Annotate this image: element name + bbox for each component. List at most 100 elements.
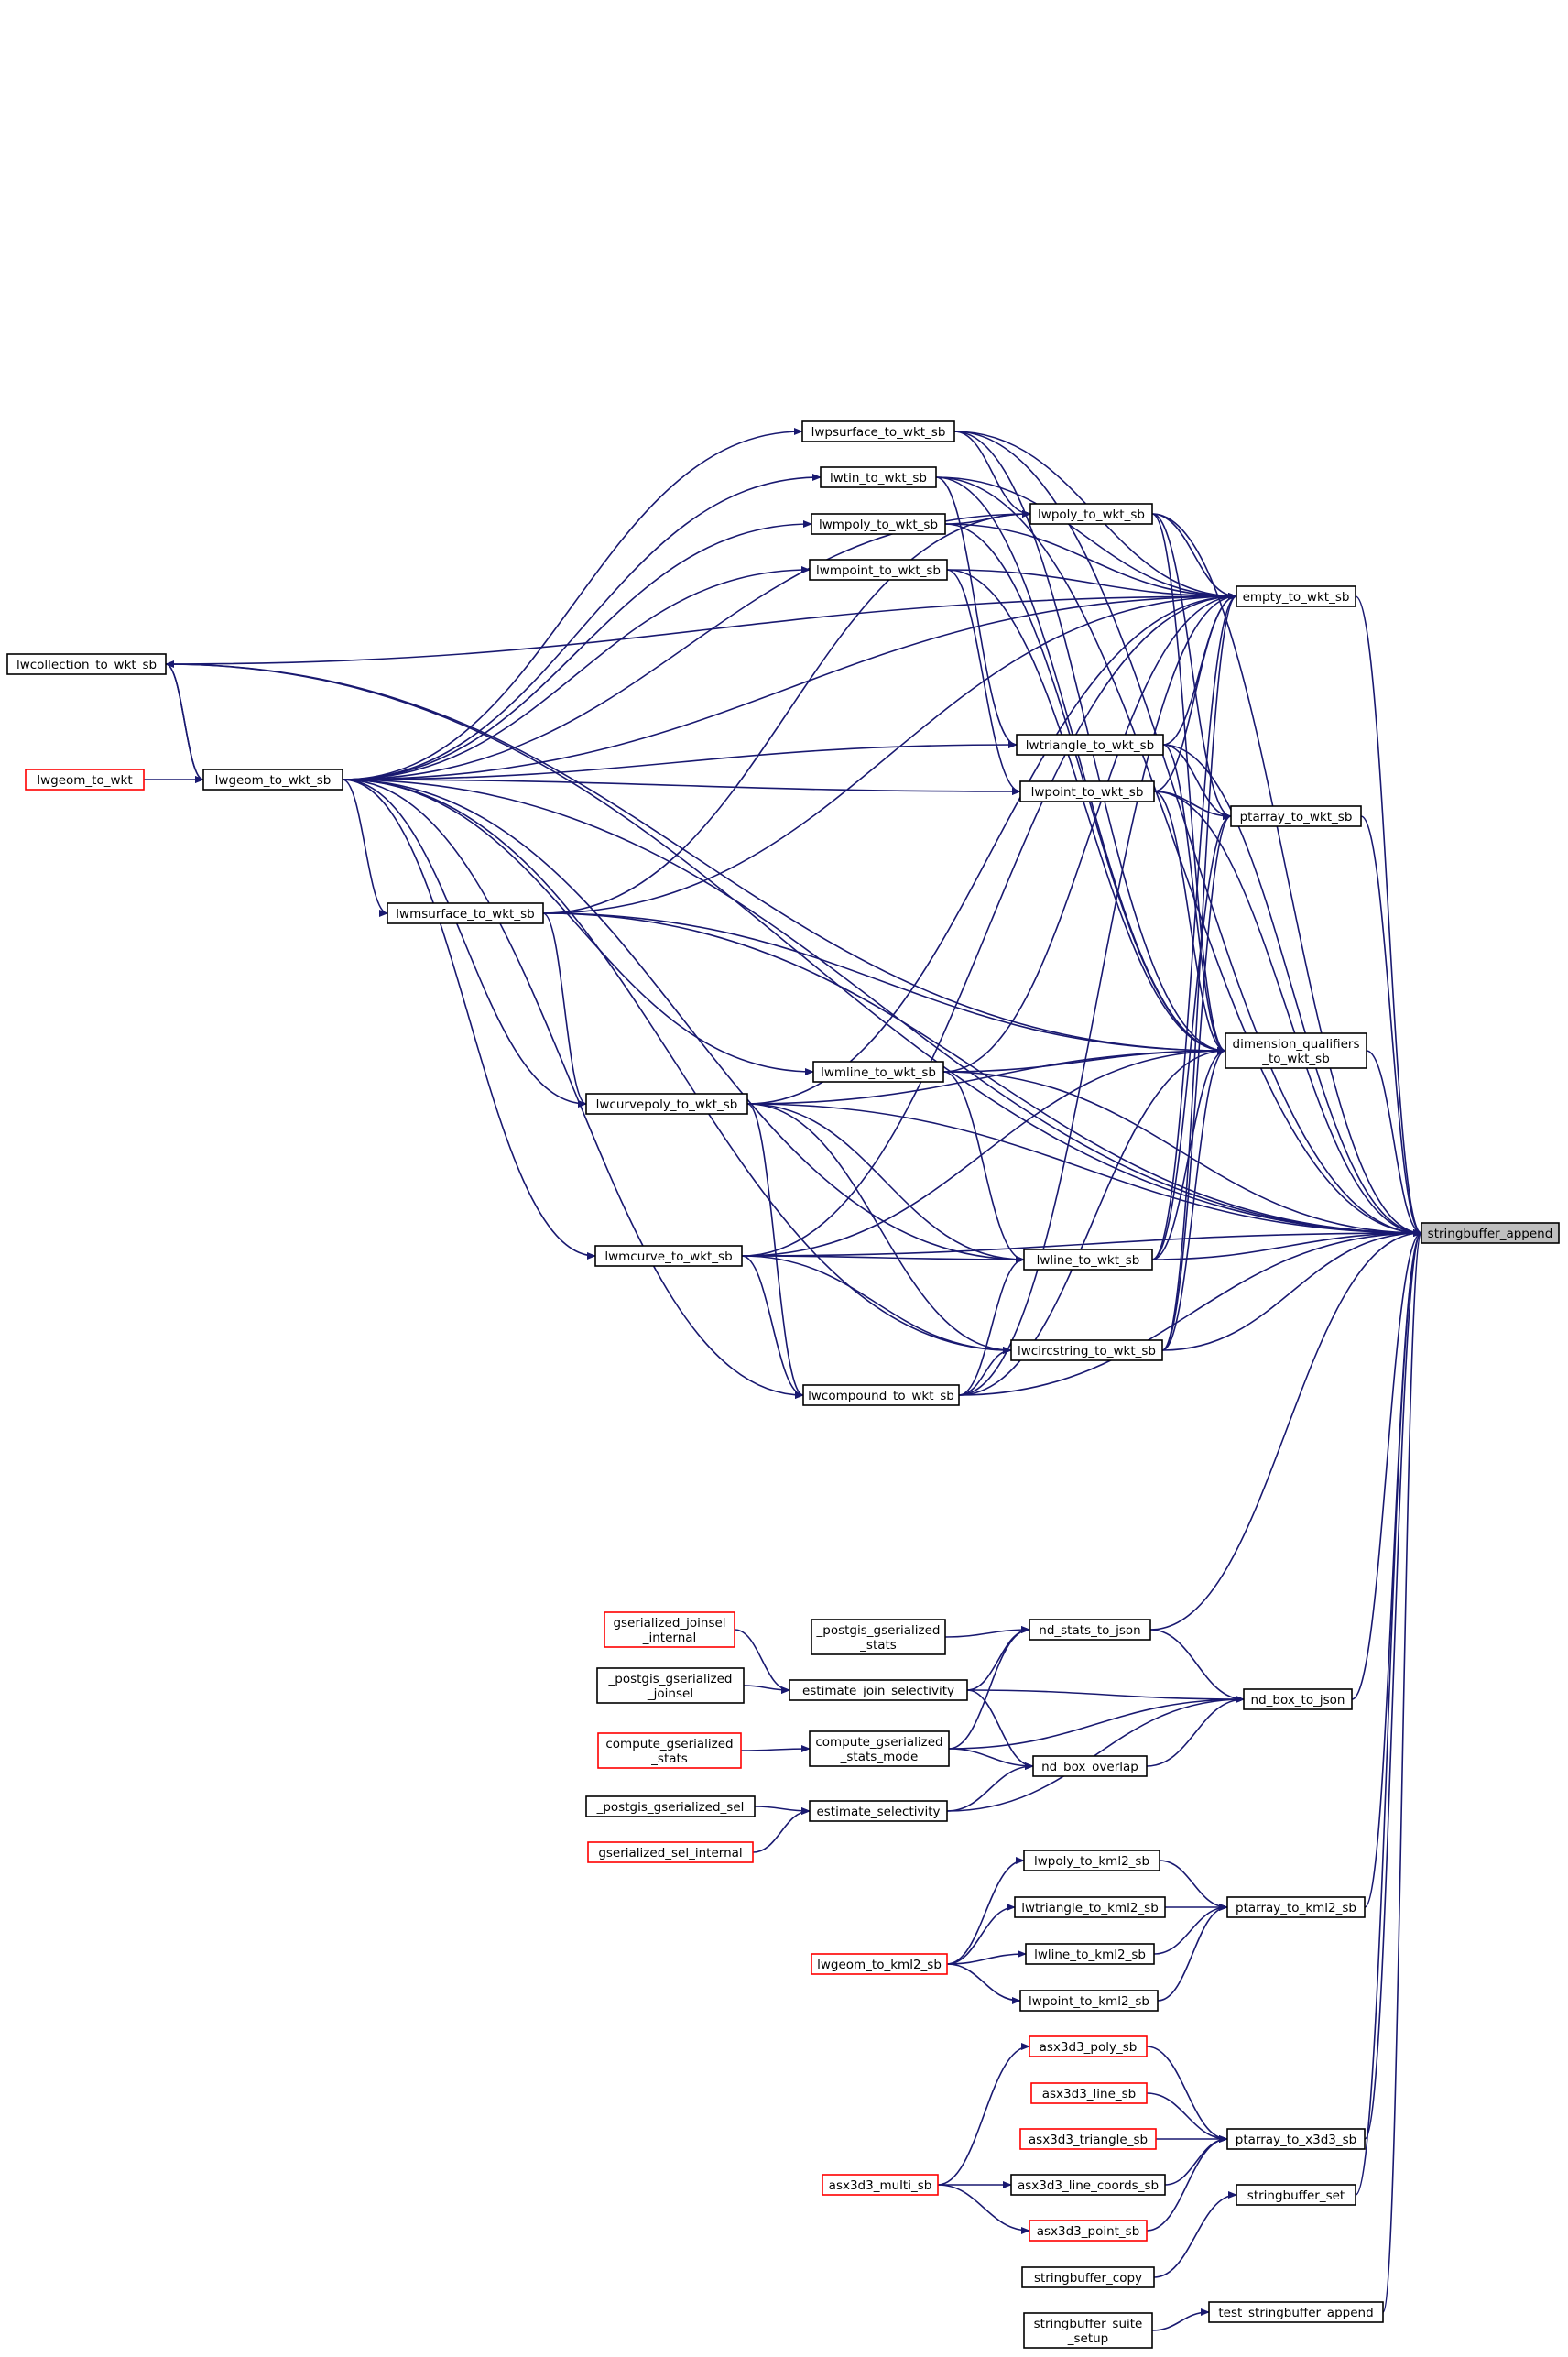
node-label: lwcurvepoly_to_wkt_sb bbox=[596, 1097, 738, 1112]
node-lwline-to-wkt-sb[interactable]: lwline_to_wkt_sb bbox=[1023, 1249, 1153, 1271]
edge-lwmcurve-to-wkt-sb-to-lwcircstring-to-wkt-sb bbox=[741, 1255, 1012, 1354]
node-lwpoint-to-wkt-sb[interactable]: lwpoint_to_wkt_sb bbox=[1019, 780, 1155, 802]
node-box bbox=[387, 902, 544, 924]
node-box bbox=[1029, 1619, 1151, 1641]
node-label: lwgeom_to_wkt_sb bbox=[215, 773, 332, 788]
node-lwmsurface-to-wkt-sb[interactable]: lwmsurface_to_wkt_sb bbox=[387, 902, 544, 924]
node-box bbox=[811, 1619, 946, 1655]
node-lwcurvepoly-to-wkt-sb[interactable]: lwcurvepoly_to_wkt_sb bbox=[585, 1093, 748, 1115]
node-estimate-selectivity[interactable]: estimate_selectivity bbox=[809, 1800, 948, 1822]
node-box bbox=[1029, 503, 1153, 525]
node-lwgeom-to-wkt-sb[interactable]: lwgeom_to_wkt_sb bbox=[202, 769, 343, 791]
node-box bbox=[820, 466, 937, 488]
edge-lwcurvepoly-to-wkt-sb-to-stringbuffer-append bbox=[746, 1103, 1422, 1237]
node-test-stringbuffer-append[interactable]: test_stringbuffer_append bbox=[1208, 2301, 1384, 2323]
node-label: lwpoly_to_wkt_sb bbox=[1038, 507, 1145, 522]
edge-lwmpoint-to-wkt-sb-to-dimension-qualifiers-to-wkt-sb bbox=[946, 569, 1226, 1054]
node-label: asx3d3_line_sb bbox=[1042, 2087, 1137, 2101]
node-box bbox=[802, 1384, 960, 1406]
node-lwmline-to-wkt-sb[interactable]: lwmline_to_wkt_sb bbox=[812, 1061, 944, 1083]
node-lwpoly-to-kml2-sb[interactable]: lwpoly_to_kml2_sb bbox=[1023, 1850, 1160, 1871]
node-nd-box-overlap[interactable]: nd_box_overlap bbox=[1032, 1755, 1148, 1777]
node-label: stringbuffer_suite bbox=[1034, 2317, 1143, 2331]
node-lwtin-to-wkt-sb[interactable]: lwtin_to_wkt_sb bbox=[820, 466, 937, 488]
node-box bbox=[1021, 2266, 1155, 2288]
edge-asx3d3-line-sb-to-ptarray-to-x3d3-sb bbox=[1146, 2092, 1228, 2143]
node-lwcollection-to-wkt-sb[interactable]: lwcollection_to_wkt_sb bbox=[6, 653, 167, 675]
node-box bbox=[587, 1841, 754, 1863]
node-asx3d3-poly-sb[interactable]: asx3d3_poly_sb bbox=[1029, 2035, 1148, 2057]
node-asx3d3-triangle-sb[interactable]: asx3d3_triangle_sb bbox=[1019, 2128, 1157, 2150]
node-stringbuffer-set[interactable]: stringbuffer_set bbox=[1236, 2184, 1356, 2206]
node-label: empty_to_wkt_sb bbox=[1243, 590, 1350, 605]
edge-lwline-to-wkt-sb-to-stringbuffer-append bbox=[1151, 1229, 1422, 1260]
edge-dimension-qualifiers-to-wkt-sb-to-stringbuffer-append bbox=[1366, 1050, 1422, 1237]
node-lwcircstring-to-wkt-sb[interactable]: lwcircstring_to_wkt_sb bbox=[1010, 1339, 1163, 1361]
node-box bbox=[1030, 2082, 1148, 2104]
node-stringbuffer-copy[interactable]: stringbuffer_copy bbox=[1021, 2266, 1155, 2288]
node-ptarray-to-kml2-sb[interactable]: ptarray_to_kml2_sb bbox=[1226, 1896, 1366, 1918]
node-lwline-to-kml2-sb[interactable]: lwline_to_kml2_sb bbox=[1025, 1943, 1155, 1965]
node-ptarray-to-wkt-sb[interactable]: ptarray_to_wkt_sb bbox=[1230, 805, 1362, 827]
node-lwmcurve-to-wkt-sb[interactable]: lwmcurve_to_wkt_sb bbox=[594, 1245, 743, 1267]
node-asx3d3-line-sb[interactable]: asx3d3_line_sb bbox=[1030, 2082, 1148, 2104]
node-label: lwcollection_to_wkt_sb bbox=[16, 658, 157, 672]
node-empty-to-wkt-sb[interactable]: empty_to_wkt_sb bbox=[1236, 585, 1356, 607]
node-lwmpoly-to-wkt-sb[interactable]: lwmpoly_to_wkt_sb bbox=[811, 513, 946, 535]
edge-lwtriangle-to-wkt-sb-to-ptarray-to-wkt-sb bbox=[1162, 744, 1232, 820]
edge-lwcompound-to-wkt-sb-to-empty-to-wkt-sb bbox=[958, 593, 1237, 1396]
node-gserialized-joinsel-internal[interactable]: gserialized_joinsel_internal bbox=[604, 1611, 735, 1648]
node-lwcompound-to-wkt-sb[interactable]: lwcompound_to_wkt_sb bbox=[802, 1384, 960, 1406]
node-ptarray-to-x3d3-sb[interactable]: ptarray_to_x3d3_sb bbox=[1226, 2128, 1366, 2150]
node-box bbox=[1032, 1755, 1148, 1777]
node-box bbox=[604, 1611, 735, 1648]
node-asx3d3-line-coords-sb[interactable]: asx3d3_line_coords_sb bbox=[1010, 2174, 1166, 2196]
node-label: stringbuffer_append bbox=[1428, 1227, 1553, 1241]
node-label: lwgeom_to_kml2_sb bbox=[817, 1958, 942, 1972]
edge-lwpoly-to-wkt-sb-to-stringbuffer-append bbox=[1151, 513, 1422, 1237]
node-postgis-gserialized-sel[interactable]: _postgis_gserialized_sel bbox=[585, 1795, 756, 1817]
node-lwtriangle-to-wkt-sb[interactable]: lwtriangle_to_wkt_sb bbox=[1016, 734, 1164, 756]
node-compute-gserialized-stats[interactable]: compute_gserialized_stats bbox=[597, 1732, 742, 1769]
edge-lwpoly-to-wkt-sb-to-dimension-qualifiers-to-wkt-sb bbox=[1151, 513, 1226, 1054]
node-postgis-gserialized-joinsel[interactable]: _postgis_gserialized_joinsel bbox=[596, 1667, 745, 1704]
edge-lwmcurve-to-wkt-sb-to-lwcompound-to-wkt-sb bbox=[741, 1255, 804, 1399]
edge-lwcompound-to-wkt-sb-to-dimension-qualifiers-to-wkt-sb bbox=[958, 1047, 1226, 1396]
edge-lwcollection-to-wkt-sb-to-lwgeom-to-wkt-sb bbox=[165, 663, 204, 783]
edge-asx3d3-multi-sb-to-asx3d3-poly-sb bbox=[937, 2043, 1030, 2186]
node-lwpoly-to-wkt-sb[interactable]: lwpoly_to_wkt_sb bbox=[1029, 503, 1153, 525]
edge-lwgeom-to-wkt-sb-to-lwtriangle-to-wkt-sb bbox=[342, 741, 1018, 780]
node-lwtriangle-to-kml2-sb[interactable]: lwtriangle_to_kml2_sb bbox=[1014, 1896, 1166, 1918]
node-lwpoint-to-kml2-sb[interactable]: lwpoint_to_kml2_sb bbox=[1019, 1990, 1159, 2012]
edge-lwcurvepoly-to-wkt-sb-to-lwcompound-to-wkt-sb bbox=[746, 1103, 804, 1399]
node-lwmpoint-to-wkt-sb[interactable]: lwmpoint_to_wkt_sb bbox=[809, 559, 948, 581]
node-compute-gserialized-stats-mode[interactable]: compute_gserialized_stats_mode bbox=[809, 1730, 950, 1767]
edge-lwmsurface-to-wkt-sb-to-empty-to-wkt-sb bbox=[542, 593, 1237, 914]
node-asx3d3-point-sb[interactable]: asx3d3_point_sb bbox=[1029, 2220, 1148, 2242]
node-postgis-gserialized-stats[interactable]: _postgis_gserialized_stats bbox=[811, 1619, 946, 1655]
node-lwpsurface-to-wkt-sb[interactable]: lwpsurface_to_wkt_sb bbox=[801, 420, 955, 442]
node-label: lwgeom_to_wkt bbox=[37, 773, 132, 788]
node-gserialized-sel-internal[interactable]: gserialized_sel_internal bbox=[587, 1841, 754, 1863]
edge-lwpsurface-to-wkt-sb-to-stringbuffer-append bbox=[953, 431, 1422, 1237]
node-box bbox=[1236, 2184, 1356, 2206]
edge-lwgeom-to-wkt-sb-to-lwmpoint-to-wkt-sb bbox=[342, 566, 811, 780]
edge-stringbuffer-suite-setup-to-test-stringbuffer-append bbox=[1151, 2308, 1210, 2331]
node-estimate-join-selectivity[interactable]: estimate_join_selectivity bbox=[789, 1679, 968, 1701]
node-lwgeom-to-wkt[interactable]: lwgeom_to_wkt bbox=[25, 769, 145, 791]
node-box bbox=[789, 1679, 968, 1701]
node-nd-stats-to-json[interactable]: nd_stats_to_json bbox=[1029, 1619, 1151, 1641]
node-dimension-qualifiers-to-wkt-sb[interactable]: dimension_qualifiers_to_wkt_sb bbox=[1225, 1032, 1367, 1069]
node-stringbuffer-append[interactable]: stringbuffer_append bbox=[1421, 1222, 1560, 1244]
node-label: test_stringbuffer_append bbox=[1218, 2306, 1373, 2320]
edge-lwgeom-to-wkt-sb-to-lwpoly-to-wkt-sb bbox=[342, 510, 1031, 780]
node-lwgeom-to-kml2-sb[interactable]: lwgeom_to_kml2_sb bbox=[811, 1953, 948, 1975]
node-asx3d3-multi-sb[interactable]: asx3d3_multi_sb bbox=[822, 2174, 939, 2196]
edge-lwcurvepoly-to-wkt-sb-to-dimension-qualifiers-to-wkt-sb bbox=[746, 1047, 1226, 1105]
node-box bbox=[1016, 734, 1164, 756]
node-box bbox=[594, 1245, 743, 1267]
node-label: lwtriangle_to_kml2_sb bbox=[1021, 1901, 1159, 1915]
node-label: compute_gserialized bbox=[815, 1735, 942, 1750]
node-stringbuffer-suite-setup[interactable]: stringbuffer_suite_setup bbox=[1023, 2312, 1153, 2349]
node-nd-box-to-json[interactable]: nd_box_to_json bbox=[1243, 1688, 1353, 1710]
